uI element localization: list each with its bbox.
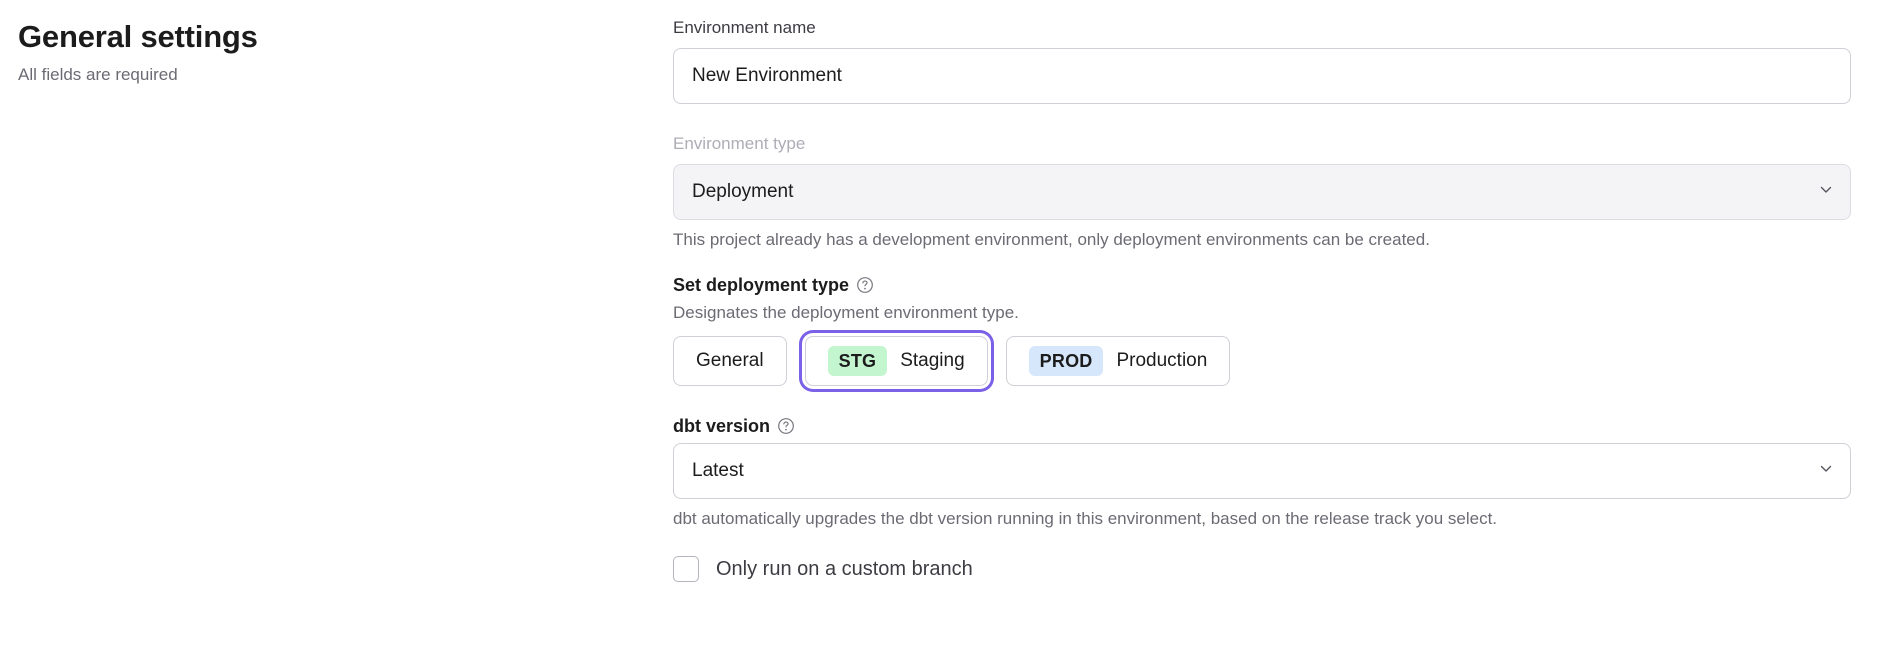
production-badge: PROD <box>1028 346 1104 376</box>
environment-type-select-wrap: Deployment <box>673 164 1851 220</box>
field-dbt-version: dbt version Latest <box>673 414 1851 530</box>
custom-branch-checkbox[interactable] <box>673 556 699 582</box>
dbt-version-value: Latest <box>692 460 744 481</box>
environment-type-note: This project already has a development e… <box>673 230 1430 249</box>
environment-type-value: Deployment <box>692 181 794 202</box>
environment-name-label: Environment name <box>673 18 816 37</box>
field-environment-name: Environment name <box>673 16 1851 104</box>
environment-name-input[interactable] <box>673 48 1851 104</box>
dbt-version-select[interactable]: Latest <box>673 443 1851 499</box>
dbt-version-label-row: dbt version <box>673 414 1851 438</box>
deployment-option-general-label: General <box>696 350 764 371</box>
custom-branch-label[interactable]: Only run on a custom branch <box>716 557 973 580</box>
custom-branch-row: Only run on a custom branch <box>673 556 1851 582</box>
settings-form: Environment name Environment type Deploy… <box>673 16 1851 582</box>
field-deployment-type: Set deployment type Designates the deplo… <box>673 273 1851 386</box>
deployment-option-production-label: Production <box>1116 350 1208 371</box>
deployment-option-general[interactable]: General <box>673 336 787 386</box>
page-subtitle: All fields are required <box>18 65 178 84</box>
settings-header: General settings All fields are required <box>18 18 618 86</box>
deployment-option-staging-label: Staging <box>900 350 965 371</box>
deployment-option-staging[interactable]: STG Staging <box>804 336 988 386</box>
dbt-version-select-wrap: Latest <box>673 443 1851 499</box>
dbt-version-note: dbt automatically upgrades the dbt versi… <box>673 509 1498 528</box>
deployment-type-label-row: Set deployment type <box>673 273 1851 297</box>
deployment-type-description: Designates the deployment environment ty… <box>673 303 1019 322</box>
environment-type-select: Deployment <box>673 164 1851 220</box>
environment-type-label: Environment type <box>673 134 806 153</box>
help-circle-icon[interactable] <box>777 417 795 435</box>
dbt-version-label: dbt version <box>673 416 771 436</box>
page-title: General settings <box>18 19 258 54</box>
staging-badge: STG <box>827 346 888 376</box>
help-circle-icon[interactable] <box>856 276 874 294</box>
deployment-type-label: Set deployment type <box>673 275 850 295</box>
deployment-option-production[interactable]: PROD Production <box>1005 336 1231 386</box>
deployment-type-options: General STG Staging PROD Production <box>673 336 1851 386</box>
field-environment-type: Environment type Deployment This project… <box>673 132 1851 251</box>
